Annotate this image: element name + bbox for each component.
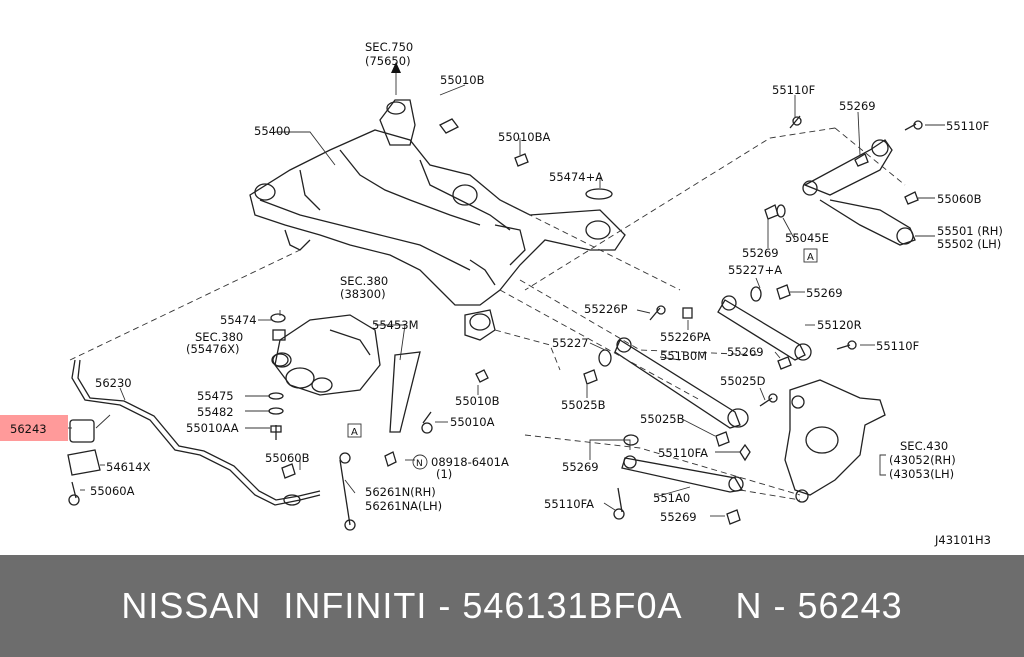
label-551b0m[interactable]: 551B0M (660, 349, 707, 363)
label-55475[interactable]: 55475 (197, 389, 234, 403)
label-55226p[interactable]: 55226P (584, 302, 628, 316)
label-55025d[interactable]: 55025D (720, 374, 766, 388)
label-ref-a-1[interactable]: A (807, 252, 814, 263)
label-55060b-r[interactable]: 55060B (937, 192, 982, 206)
label-56243[interactable]: 56243 (10, 422, 47, 436)
label-sec430-a[interactable]: SEC.430 (900, 439, 948, 453)
label-55501[interactable]: 55501 (RH) (937, 224, 1003, 238)
label-55482[interactable]: 55482 (197, 405, 234, 419)
ref-mark-a-box-2 (347, 423, 362, 438)
label-55110f-a[interactable]: 55110F (772, 83, 815, 97)
label-55060a[interactable]: 55060A (90, 484, 135, 498)
footer-bar: NISSAN INFINITI - 546131BF0A N - 56243 (0, 555, 1024, 657)
label-55474-a[interactable]: 55474+A (549, 170, 603, 184)
label-55474[interactable]: 55474 (220, 313, 257, 327)
label-55110fa-a[interactable]: 55110FA (658, 446, 708, 460)
label-08918-qty[interactable]: (1) (436, 467, 452, 481)
label-55120r[interactable]: 55120R (817, 318, 862, 332)
label-sec430-c[interactable]: (43053(LH) (889, 467, 954, 481)
label-sec430-b[interactable]: (43052(RH) (889, 453, 956, 467)
label-55110f-b[interactable]: 55110F (946, 119, 989, 133)
label-sec380-c[interactable]: SEC.380 (195, 330, 243, 344)
label-ref-a-2[interactable]: A (351, 427, 358, 438)
label-55025b-a[interactable]: 55025B (561, 398, 606, 412)
dashed-guides (69, 127, 906, 501)
label-56261n[interactable]: 56261N(RH) (365, 485, 436, 499)
reference-code: J43101H3 (934, 533, 991, 547)
label-55025b-b[interactable]: 55025B (640, 412, 685, 426)
fastener-drawings (68, 115, 923, 531)
leader-lines (80, 62, 945, 517)
label-55060b-b[interactable]: 55060B (265, 451, 310, 465)
label-n-mark[interactable]: N (416, 459, 423, 469)
label-55010aa[interactable]: 55010AA (186, 421, 239, 435)
stabilizer-bar-drawing (67, 359, 321, 506)
label-55010b-top[interactable]: 55010B (440, 73, 485, 87)
label-55227-a[interactable]: 55227+A (728, 263, 782, 277)
subframe-drawing (249, 99, 626, 341)
label-56230[interactable]: 56230 (95, 376, 132, 390)
label-55010b-mid[interactable]: 55010B (455, 394, 500, 408)
label-55269-b[interactable]: 55269 (742, 246, 779, 260)
highlight-box (0, 415, 68, 441)
knuckle-drawing (784, 379, 886, 503)
n-circle (412, 454, 428, 470)
label-55269-a[interactable]: 55269 (839, 99, 876, 113)
label-sec750-a[interactable]: SEC.750 (365, 40, 413, 54)
label-sec380-b[interactable]: (38300) (340, 287, 386, 301)
upper-arm-drawing (802, 139, 916, 246)
label-sec380-d[interactable]: (55476X) (186, 342, 239, 356)
label-08918-6401a[interactable]: 08918-6401A (431, 455, 509, 469)
label-55269-c[interactable]: 55269 (806, 286, 843, 300)
label-55045e[interactable]: 55045E (785, 231, 829, 245)
label-sec380-a[interactable]: SEC.380 (340, 274, 388, 288)
parts-diagram: SEC.750 (75650) 55010B 55400 55010BA 554… (0, 40, 1003, 547)
part-number-caption: NISSAN INFINITI - 546131BF0A N - 56243 (121, 585, 903, 626)
label-55010ba[interactable]: 55010BA (498, 130, 550, 144)
label-55502[interactable]: 55502 (LH) (937, 237, 1001, 251)
ref-mark-a-box-1 (803, 248, 818, 263)
part-labels: SEC.750 (75650) 55010B 55400 55010BA 554… (10, 40, 1003, 547)
links-drawing (614, 295, 812, 493)
label-55269-f[interactable]: 55269 (660, 510, 697, 524)
label-55010a[interactable]: 55010A (450, 415, 495, 429)
label-sec750-b[interactable]: (75650) (365, 54, 411, 68)
label-55110fa-b[interactable]: 55110FA (544, 497, 594, 511)
label-54614x[interactable]: 54614X (106, 460, 151, 474)
label-55227[interactable]: 55227 (552, 336, 589, 350)
label-55226pa[interactable]: 55226PA (660, 330, 711, 344)
suspension-exploded-view: SEC.750 (75650) 55010B 55400 55010BA 554… (0, 40, 1003, 547)
label-56261na[interactable]: 56261NA(LH) (365, 499, 442, 513)
label-55269-d[interactable]: 55269 (727, 345, 764, 359)
label-55453m[interactable]: 55453M (372, 318, 419, 332)
label-551a0[interactable]: 551A0 (653, 491, 690, 505)
differential-drawing (272, 314, 381, 396)
label-55269-e[interactable]: 55269 (562, 460, 599, 474)
label-55110f-c[interactable]: 55110F (876, 339, 919, 353)
label-55400[interactable]: 55400 (254, 124, 291, 138)
